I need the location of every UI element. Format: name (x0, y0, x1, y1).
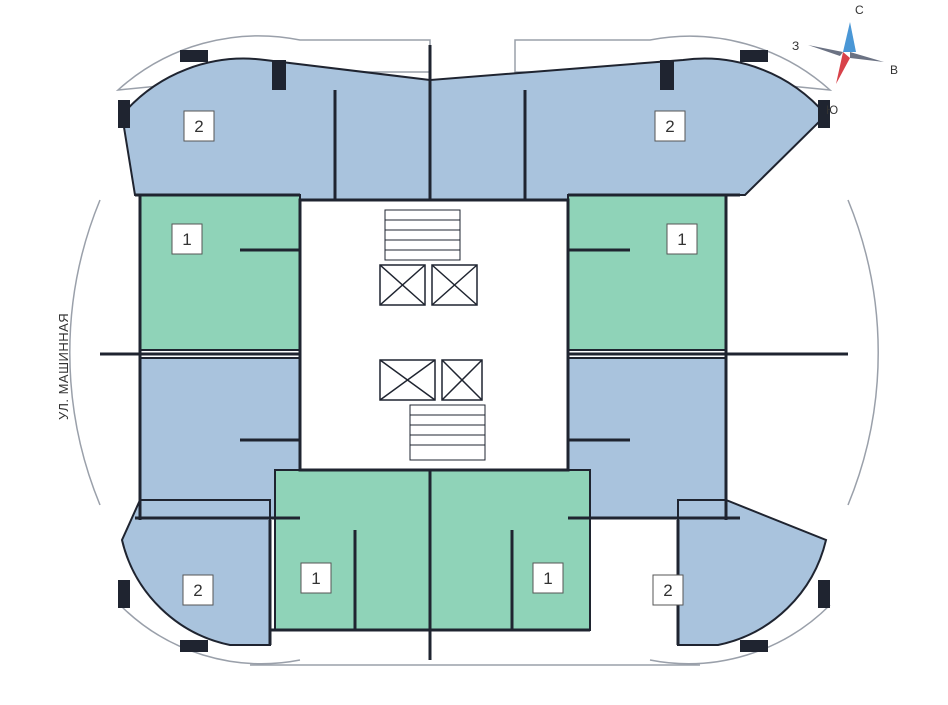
compass: С З В Ю (792, 3, 898, 117)
compass-east-arrow (850, 52, 884, 62)
unit-label-box-s-right (532, 562, 564, 594)
unit-rooms-label-w-upper: 1 (182, 230, 191, 249)
unit-labels: 2 2 1 1 2 1 1 2 (171, 110, 698, 606)
unit-label-box-w-upper (171, 223, 203, 255)
unit-rooms-label-s-left: 1 (311, 569, 320, 588)
apartment-s-left-1room[interactable] (274, 469, 431, 631)
apartment-e-mid[interactable] (567, 357, 727, 519)
column-blocks (118, 50, 830, 652)
unit-rooms-label-ne-large: 2 (665, 117, 674, 136)
stairwell-south (409, 404, 486, 461)
compass-north-arrow (843, 22, 856, 52)
stairwell-north (384, 209, 461, 261)
compass-south-label: Ю (826, 103, 838, 117)
unit-label-box-sw-large (182, 574, 214, 606)
building-core (298, 198, 570, 472)
unit-rooms-label-sw-large: 2 (193, 581, 202, 600)
apartment-sw-2room[interactable] (120, 499, 271, 646)
unit-rooms-label-e-upper: 1 (677, 230, 686, 249)
compass-north-label: С (855, 3, 864, 17)
compass-east-label: В (890, 63, 898, 77)
unit-rooms-label-s-right: 1 (543, 569, 552, 588)
unit-label-box-se-large (652, 574, 684, 606)
unit-label-box-nw-large (183, 110, 215, 142)
street-label: УЛ. МАШИННАЯ (56, 313, 71, 420)
walls (100, 45, 848, 660)
apartment-s-right-1room[interactable] (429, 469, 591, 631)
compass-west-label: З (792, 39, 799, 53)
compass-south-arrow (836, 52, 850, 84)
unit-label-box-ne-large (654, 110, 686, 142)
elevator-shafts (379, 264, 483, 401)
apartment-e-1room[interactable] (567, 194, 727, 351)
apartment-se-2room[interactable] (677, 499, 828, 646)
unit-rooms-label-nw-large: 2 (194, 117, 203, 136)
apartment-w-1room[interactable] (139, 194, 301, 351)
unit-label-box-e-upper (666, 223, 698, 255)
compass-west-arrow (808, 45, 843, 56)
facade-outline (69, 35, 879, 666)
unit-rooms-label-se-large: 2 (663, 581, 672, 600)
unit-label-box-s-left (300, 562, 332, 594)
